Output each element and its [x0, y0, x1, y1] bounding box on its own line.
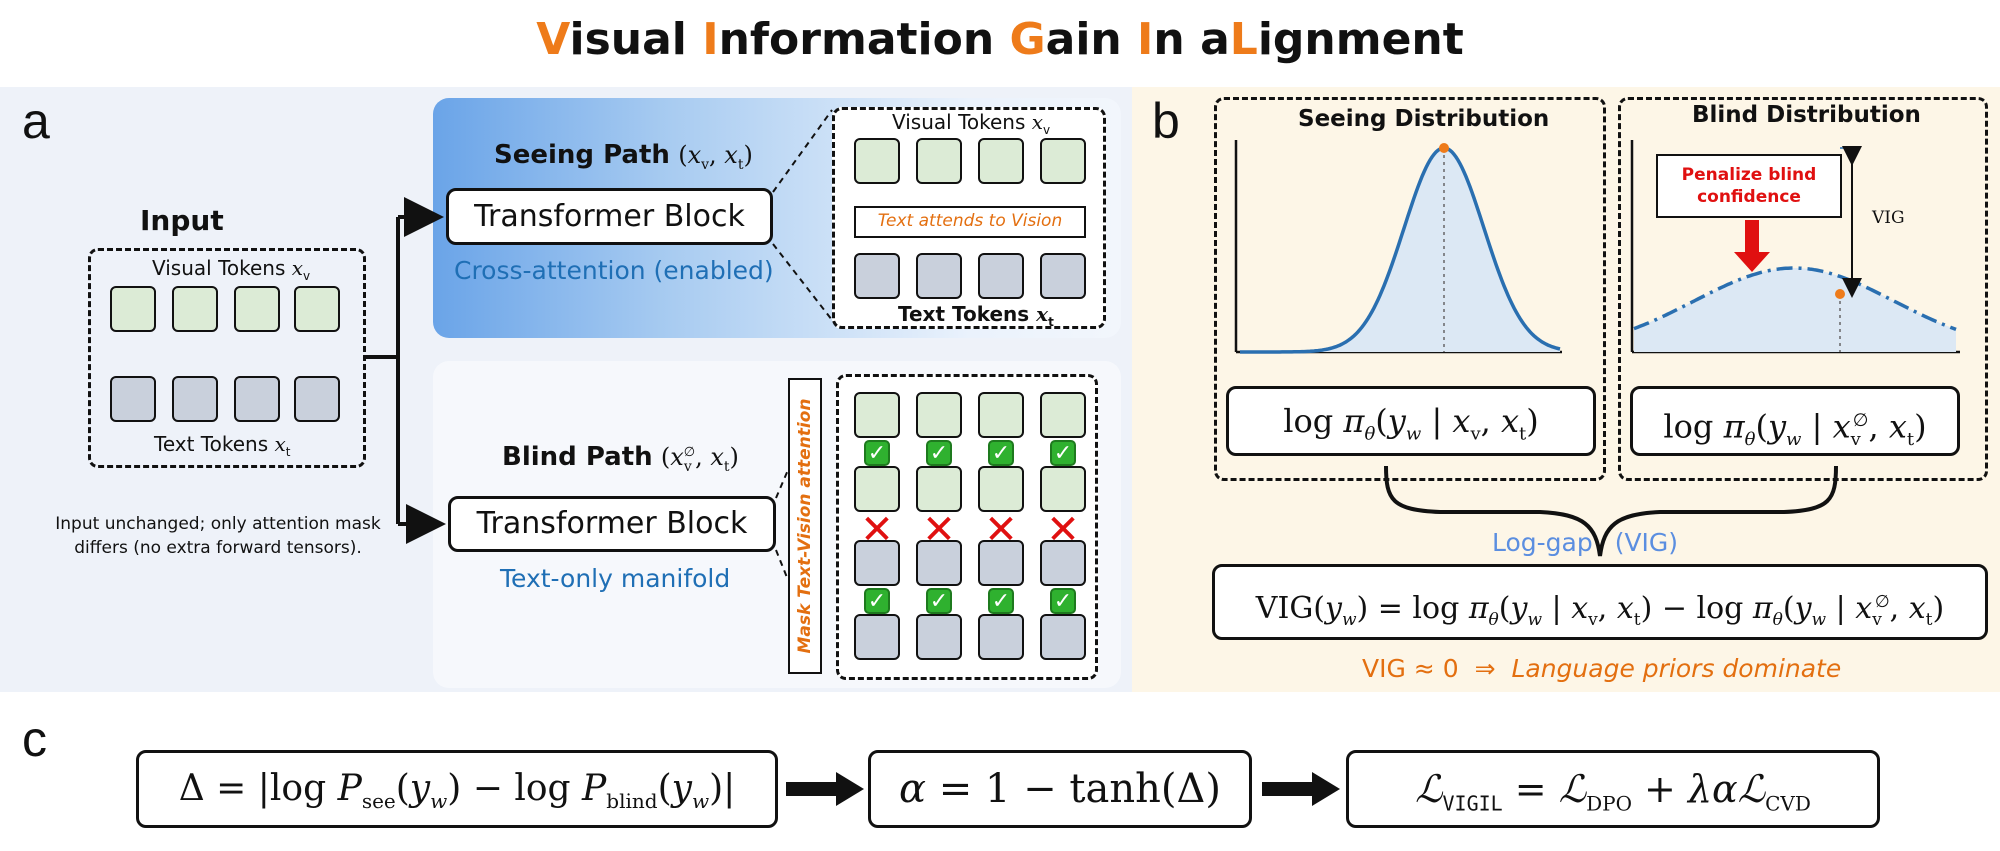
- blind-text-token: [1040, 614, 1086, 660]
- blind-transformer-block: Transformer Block: [448, 496, 776, 552]
- input-text-token: [110, 376, 156, 422]
- blind-peak-marker: [1835, 289, 1845, 299]
- seeing-zoom-visual-label: Visual Tokens xv: [892, 110, 1051, 137]
- blind-text-token: [1040, 540, 1086, 586]
- title-part: I: [1137, 14, 1154, 65]
- blind-visual-token: [978, 466, 1024, 512]
- title-part: nformation: [718, 14, 1010, 65]
- input-visual-token: [172, 286, 218, 332]
- seeing-distribution-box: [1214, 97, 1606, 481]
- title-part: G: [1009, 14, 1046, 65]
- blind-visual-token: [916, 392, 962, 438]
- seeing-text-token: [1040, 253, 1086, 299]
- blind-text-token: [854, 614, 900, 660]
- title-part: V: [536, 14, 570, 65]
- blind-text-token: [854, 540, 900, 586]
- arrow-right-icon: [1262, 772, 1340, 806]
- blind-path-heading: Blind Path (xv∅, xt): [502, 442, 739, 475]
- vig-formula: VIG(yw) = log πθ(yw | xv, xt) − log πθ(y…: [1212, 564, 1988, 640]
- blind-logprob-formula: log πθ(yw | xv∅, xt): [1630, 386, 1960, 456]
- check-icon: ✓: [864, 440, 890, 466]
- input-box: [88, 248, 366, 468]
- check-icon: ✓: [1050, 588, 1076, 614]
- seeing-text-token: [916, 253, 962, 299]
- panel-b-letter: b: [1152, 93, 1180, 149]
- seeing-logprob-formula: log πθ(yw | xv, xt): [1226, 386, 1596, 456]
- title-part: isual: [569, 14, 703, 65]
- blind-distribution-title: Blind Distribution: [1692, 102, 1921, 128]
- mask-attention-bar: Mask Text-Vision attention: [788, 378, 822, 674]
- seeing-caption: Cross-attention (enabled): [454, 256, 774, 285]
- input-text-label: Text Tokens xt: [154, 432, 291, 459]
- input-heading: Input: [140, 204, 224, 237]
- blind-text-token: [916, 614, 962, 660]
- seeing-curve: [1240, 146, 1561, 354]
- check-icon: ✓: [988, 588, 1014, 614]
- penalize-box: Penalize blind confidence: [1656, 154, 1842, 218]
- blind-visual-token: [1040, 466, 1086, 512]
- title-part: L: [1229, 14, 1258, 65]
- title-part: ignment: [1257, 14, 1464, 65]
- seeing-text-token: [978, 253, 1024, 299]
- title-part: I: [702, 14, 719, 65]
- seeing-text-token: [854, 253, 900, 299]
- panel-c-letter: c: [22, 711, 47, 767]
- check-icon: ✓: [926, 588, 952, 614]
- seeing-visual-token: [916, 138, 962, 184]
- log-gap-brace: [1384, 465, 1838, 557]
- input-visual-label: Visual Tokens xv: [152, 256, 311, 283]
- check-icon: ✓: [926, 440, 952, 466]
- vig-tag: VIG: [1872, 208, 1905, 228]
- log-gap-label: Log-gap (VIG): [1492, 528, 1679, 557]
- blind-visual-token: [1040, 392, 1086, 438]
- blind-visual-token: [854, 466, 900, 512]
- delta-formula: Δ = |log Psee(yw) − log Pblind(yw)|: [136, 750, 778, 828]
- input-visual-token: [110, 286, 156, 332]
- blind-caption: Text-only manifold: [500, 564, 731, 593]
- vig-note: VIG ≈ 0 ⇒ Language priors dominate: [1362, 654, 1842, 683]
- input-text-token: [172, 376, 218, 422]
- seeing-peak-marker: [1439, 143, 1449, 153]
- text-attends-box: Text attends to Vision: [854, 206, 1086, 238]
- seeing-path-heading: Seeing Path (xv, xt): [494, 140, 753, 173]
- seeing-curve-fill: [1240, 148, 1560, 352]
- input-note: Input unchanged; only attention mask dif…: [55, 514, 381, 558]
- seeing-zoom-text-label: Text Tokens xt: [898, 302, 1054, 329]
- blind-curve: [1633, 266, 1957, 332]
- figure-title: Visual Information Gain In aLignment: [0, 14, 2000, 65]
- blind-visual-token: [916, 466, 962, 512]
- title-part: n a: [1153, 14, 1230, 65]
- input-text-token: [294, 376, 340, 422]
- panel-a-letter: a: [22, 93, 50, 149]
- blind-text-token: [916, 540, 962, 586]
- blind-visual-token: [854, 392, 900, 438]
- penalize-arrow-icon: [1734, 252, 1770, 272]
- check-icon: ✓: [988, 440, 1014, 466]
- seeing-visual-token: [1040, 138, 1086, 184]
- blind-text-token: [978, 614, 1024, 660]
- blind-visual-token: [978, 392, 1024, 438]
- alpha-formula: α = 1 − tanh(Δ): [868, 750, 1252, 828]
- seeing-visual-token: [854, 138, 900, 184]
- check-icon: ✓: [1050, 440, 1076, 466]
- title-part: ain: [1045, 14, 1138, 65]
- input-text-token: [234, 376, 280, 422]
- loss-formula: ℒVIGIL = ℒDPO + λαℒCVD: [1346, 750, 1880, 828]
- seeing-transformer-block: Transformer Block: [446, 188, 773, 245]
- input-visual-token: [294, 286, 340, 332]
- blind-curve-fill: [1634, 268, 1956, 352]
- arrow-right-icon: [786, 772, 864, 806]
- seeing-distribution-title: Seeing Distribution: [1298, 106, 1550, 132]
- seeing-visual-token: [978, 138, 1024, 184]
- blind-distribution-box: [1618, 97, 1988, 481]
- input-visual-token: [234, 286, 280, 332]
- check-icon: ✓: [864, 588, 890, 614]
- blind-text-token: [978, 540, 1024, 586]
